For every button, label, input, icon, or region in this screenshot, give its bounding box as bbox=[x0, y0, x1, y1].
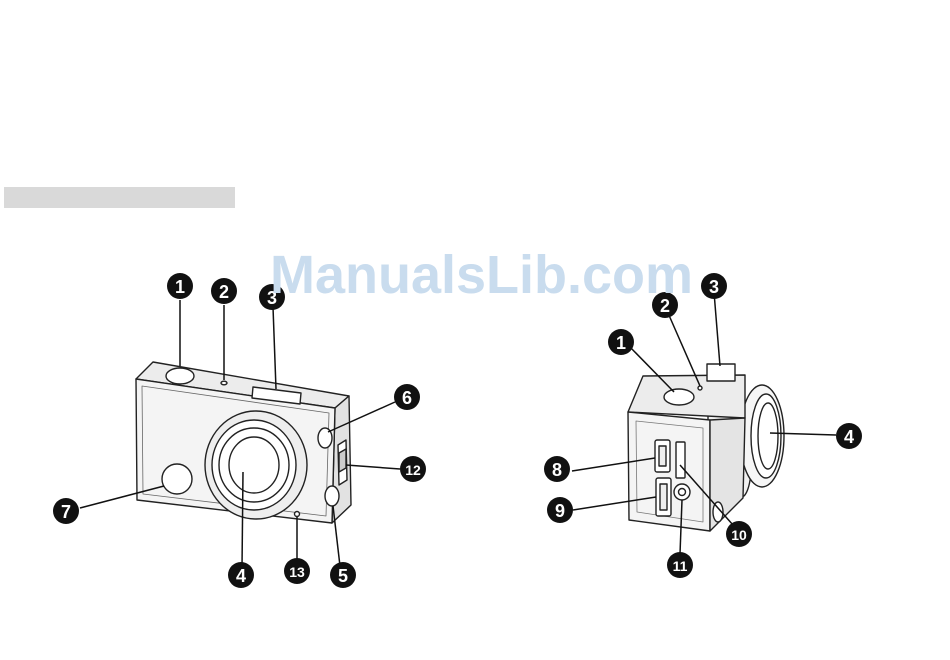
front-callout-6: 6 bbox=[394, 384, 420, 410]
side-callout-label-8: 8 bbox=[552, 460, 562, 480]
front-callout-label-4: 4 bbox=[236, 566, 246, 586]
front-shutter-button bbox=[166, 368, 194, 384]
front-callout-label-13: 13 bbox=[289, 564, 305, 580]
front-callout-4: 4 bbox=[228, 562, 254, 588]
front-callout-5: 5 bbox=[330, 562, 356, 588]
side-callout-label-11: 11 bbox=[673, 558, 688, 574]
front-callout-label-12: 12 bbox=[405, 462, 421, 478]
watermark-text: ManualsLib.com bbox=[270, 244, 693, 306]
front-callout-label-6: 6 bbox=[402, 388, 412, 408]
side-callout-3: 3 bbox=[701, 273, 727, 299]
side-callout-label-1: 1 bbox=[616, 333, 626, 353]
front-callout-7: 7 bbox=[53, 498, 79, 524]
front-callout-12: 12 bbox=[400, 456, 426, 482]
front-callout-label-5: 5 bbox=[338, 566, 348, 586]
front-lens bbox=[205, 411, 307, 519]
side-callout-11: 11 bbox=[667, 552, 693, 578]
side-callout-label-3: 3 bbox=[709, 277, 719, 297]
front-callout-2: 2 bbox=[211, 278, 237, 304]
front-callout-label-7: 7 bbox=[61, 502, 71, 522]
side-callout-9: 9 bbox=[547, 497, 573, 523]
side-top-display bbox=[707, 364, 735, 381]
side-callout-label-4: 4 bbox=[844, 427, 854, 447]
side-callout-8: 8 bbox=[544, 456, 570, 482]
side-callout-4: 4 bbox=[836, 423, 862, 449]
side-callout-10: 10 bbox=[726, 521, 752, 547]
side-callout-label-10: 10 bbox=[731, 527, 747, 543]
front-callout-label-1: 1 bbox=[175, 277, 185, 297]
front-callout-label-2: 2 bbox=[219, 282, 229, 302]
side-callout-label-9: 9 bbox=[555, 501, 565, 521]
side-callout-1: 1 bbox=[608, 329, 634, 355]
front-callout-1: 1 bbox=[167, 273, 193, 299]
front-callout-13: 13 bbox=[284, 558, 310, 584]
